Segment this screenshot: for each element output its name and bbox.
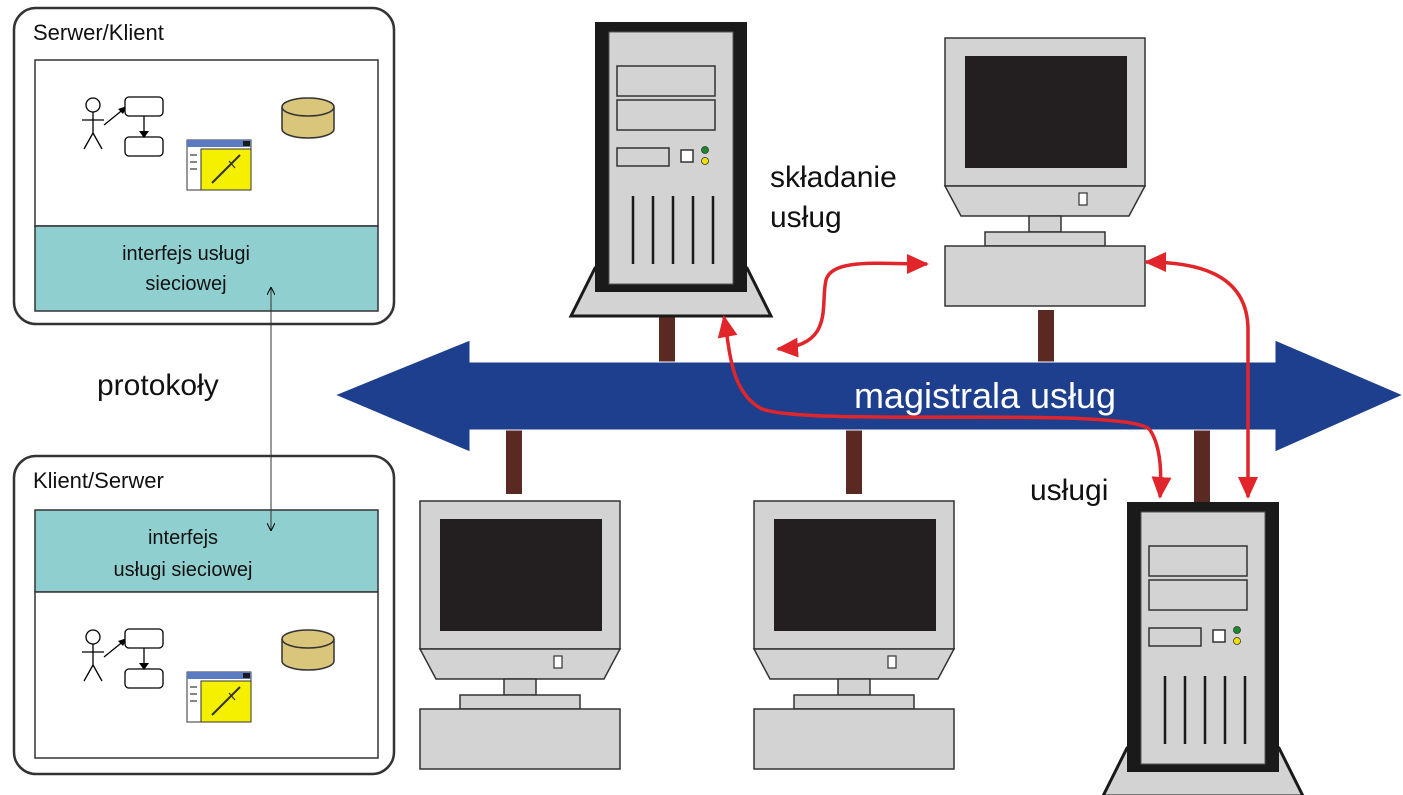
- interaction-arrows: [717, 252, 1258, 499]
- panel-client-server: Klient/Serwer interfejs usługi sieciowej: [12, 454, 396, 776]
- interface-label-line1: interfejs usługi: [122, 243, 250, 265]
- server-tower-icon: [1101, 500, 1305, 795]
- interface-label-line2: usługi sieciowej: [114, 559, 253, 581]
- composition-label-line1: składanie: [770, 161, 897, 194]
- services-label: usługi: [1030, 474, 1108, 507]
- server-tower-icon: [569, 20, 773, 318]
- panel-title: Serwer/Klient: [33, 20, 164, 45]
- bus-label: magistrala usług: [854, 375, 1116, 416]
- interface-label-line1: interfejs: [148, 527, 218, 549]
- interface-band: [34, 225, 379, 312]
- composition-arrow: [776, 253, 929, 358]
- service-arrow-right: [1144, 252, 1258, 499]
- interface-band: [34, 509, 379, 593]
- panel-server-client: Serwer/Klient interfejs usługi sieciowej: [12, 6, 396, 326]
- desktop-computer-icon: [753, 500, 955, 770]
- desktop-computer-icon: [944, 37, 1146, 307]
- desktop-computer-icon: [419, 500, 621, 770]
- interface-label-line2: sieciowej: [145, 273, 226, 295]
- protocols-label: protokoły: [97, 369, 219, 402]
- composition-label-line2: usług: [770, 201, 842, 234]
- service-bus: magistrala usług: [333, 339, 1403, 453]
- panel-title: Klient/Serwer: [33, 468, 164, 493]
